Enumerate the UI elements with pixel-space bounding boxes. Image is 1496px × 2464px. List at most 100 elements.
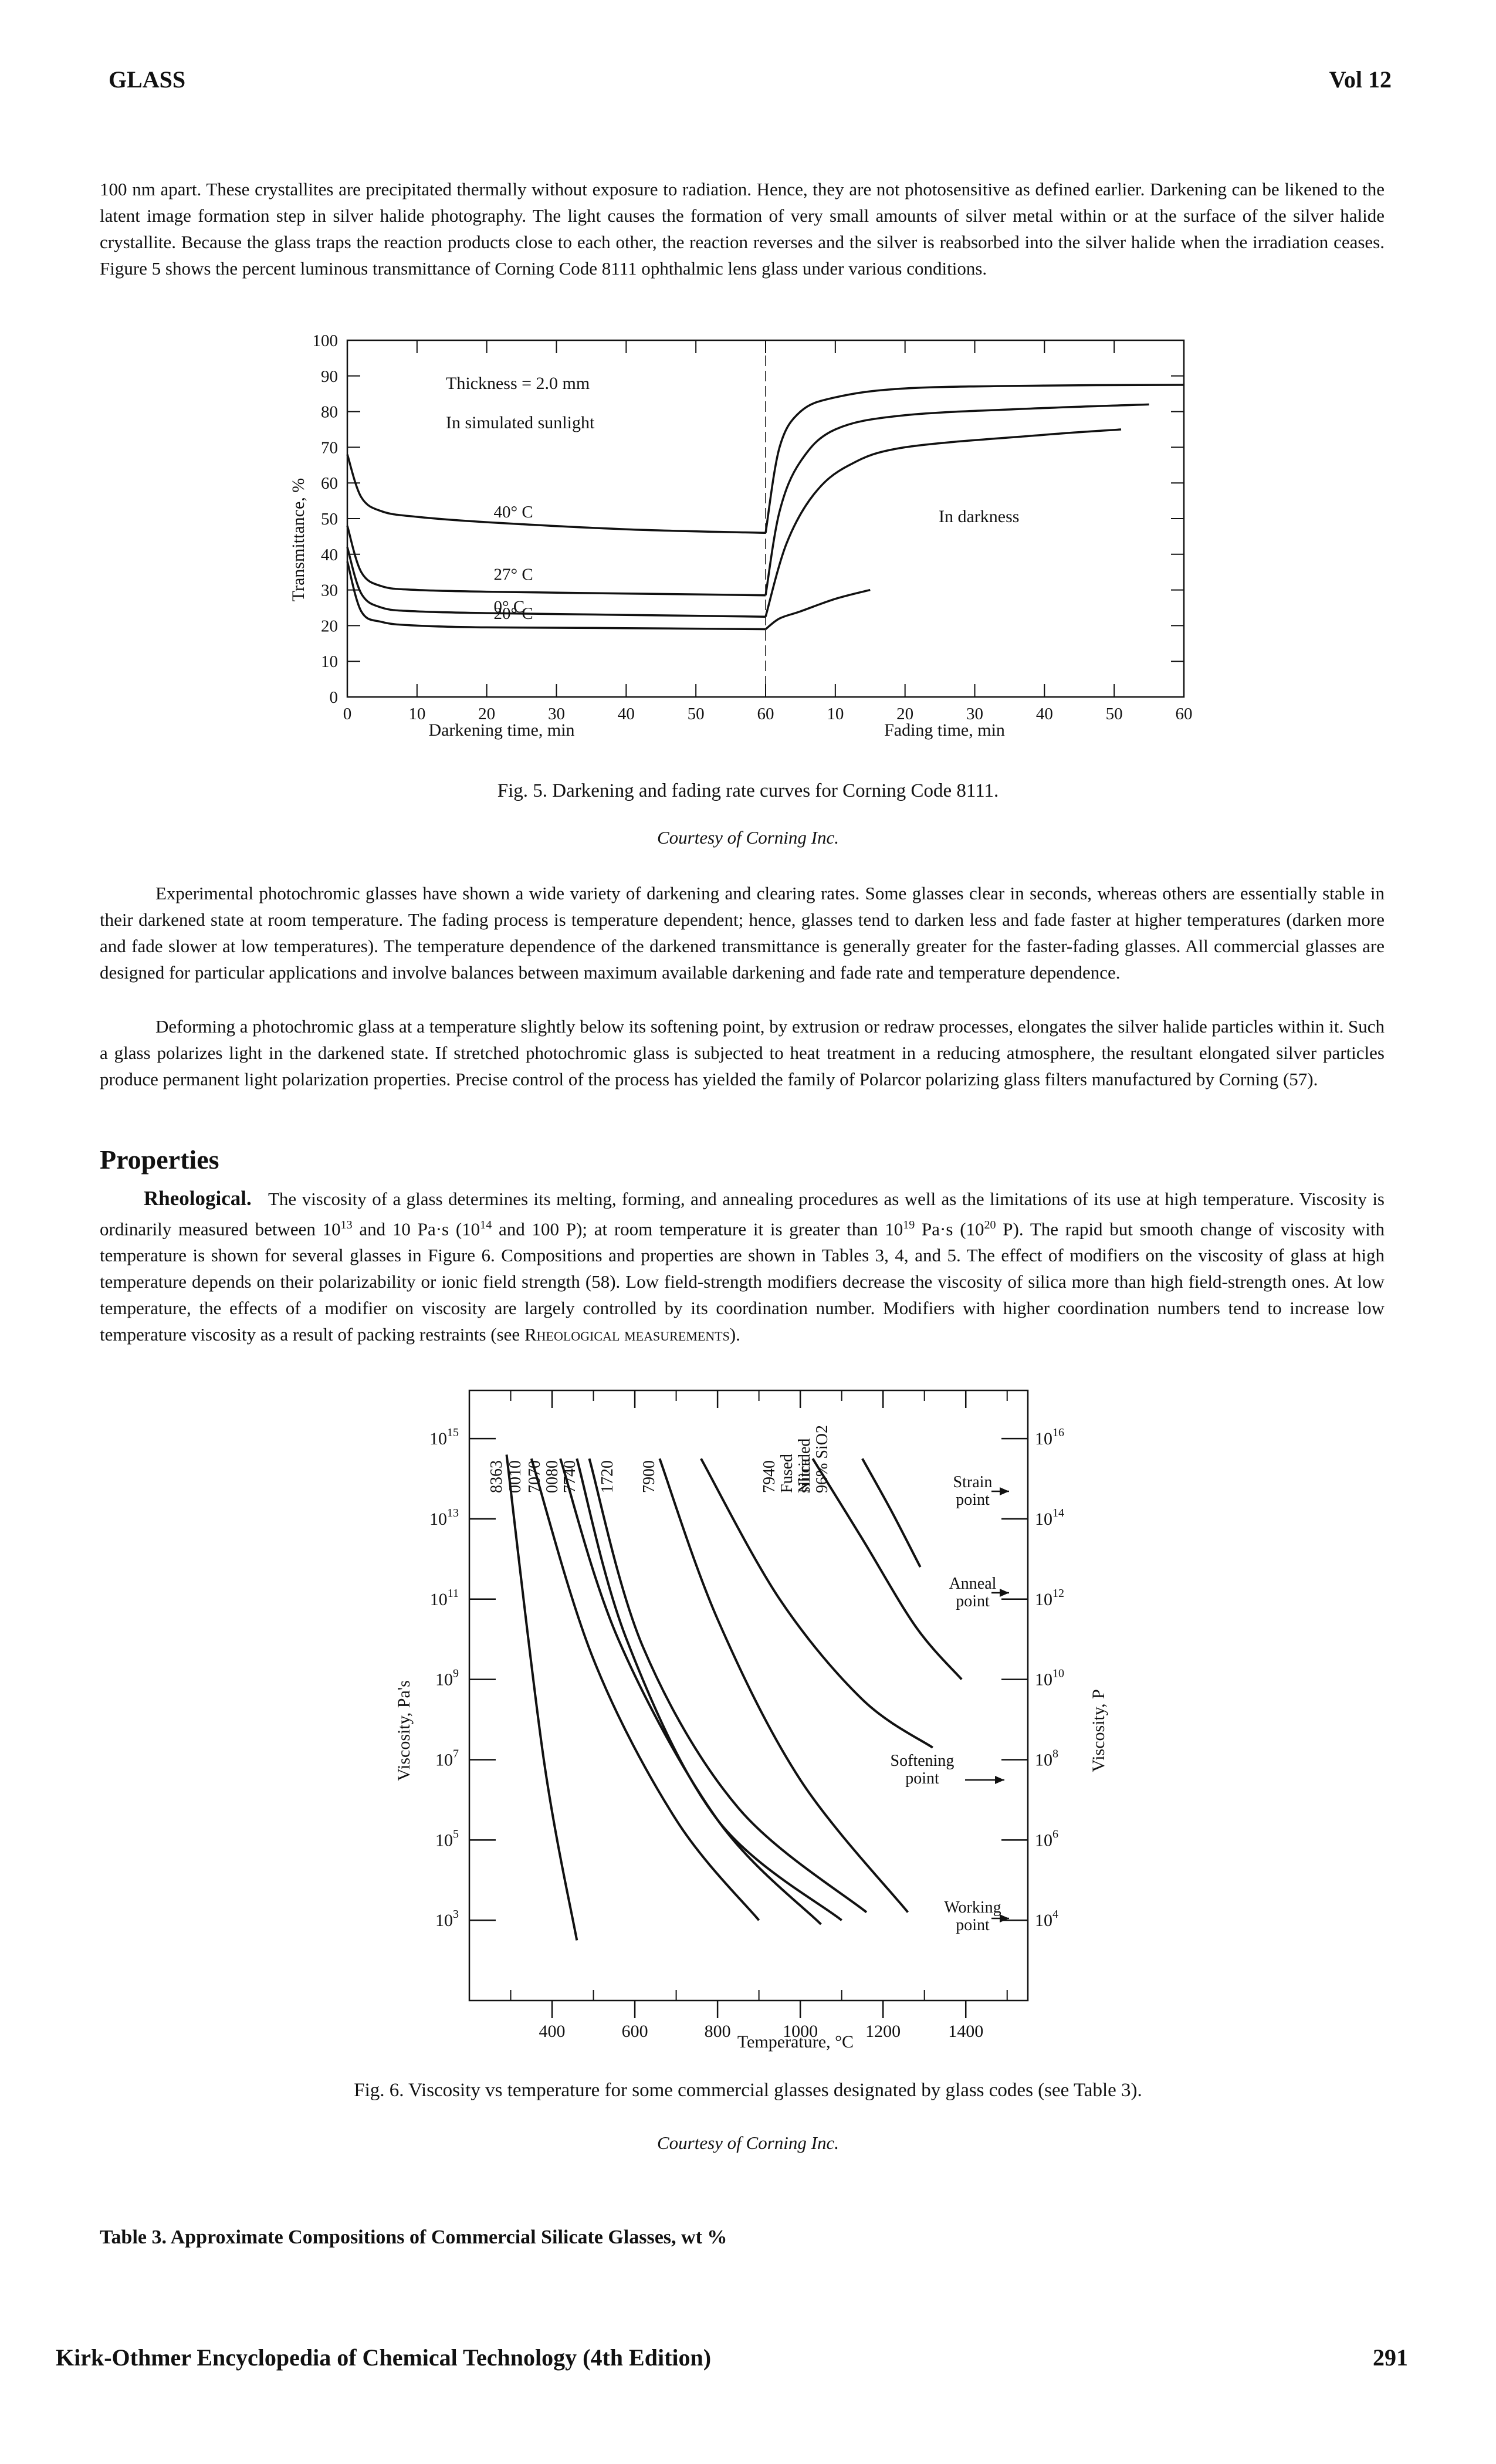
table-3-title: Table 3. Approximate Compositions of Com… (100, 2226, 727, 2248)
paragraph-rheological: Rheological. The viscosity of a glass de… (100, 1185, 1385, 1348)
darkening-curve-0 (346, 454, 766, 534)
x-tick-label: 60 (757, 705, 774, 723)
rheological-measurements-link[interactable]: Rheological measurements (524, 1324, 730, 1345)
x-axis-label-darkening: Darkening time, min (428, 720, 574, 740)
darkness-annotation: In darkness (939, 507, 1019, 526)
x-tick-label: 60 (1176, 705, 1193, 723)
figure-6-chart: 1015101310111091071051031016101410121010… (394, 1389, 1108, 2052)
softening-point-label-arrowhead (995, 1776, 1004, 1784)
y-axis-label-pas: Viscosity, Pa's (394, 1680, 414, 1781)
viscosity-curve-7940 (811, 1458, 963, 1680)
y-tick-label: 0 (330, 688, 339, 707)
rheological-lead: Rheological. (144, 1187, 252, 1210)
y-tick-label-right: 1016 (1035, 1426, 1064, 1448)
darkening-curve-2 (346, 547, 766, 618)
section-title-properties: Properties (100, 1145, 219, 1175)
y-tick-label: 50 (321, 510, 338, 529)
glass-label-0010: 0010 (506, 1460, 524, 1493)
y-tick-label: 20 (321, 617, 338, 635)
paragraph-polarizing: Deforming a photochromic glass at a temp… (100, 1016, 1385, 1089)
x-tick-label: 40 (618, 705, 635, 723)
running-header-volume: Vol 12 (1329, 66, 1392, 93)
rheo-text-6: ). (729, 1324, 740, 1345)
y-axis-label-poise: Viscosity, P (1089, 1689, 1108, 1772)
x-tick-label: 10 (827, 705, 844, 723)
fading-curve-1 (764, 403, 1149, 595)
glass-label-7940: 7940Fusedsilica (760, 1454, 814, 1493)
x-axis-label-fading: Fading time, min (884, 720, 1005, 740)
x-tick-label: 50 (1106, 705, 1123, 723)
figure-6-courtesy: Courtesy of Corning Inc. (657, 2133, 839, 2153)
x-tick-label: 30 (548, 705, 565, 723)
rheo-exp-1: 13 (340, 1219, 353, 1231)
x-tick-label: 600 (622, 2022, 648, 2041)
series-label-3: 0° C (494, 597, 525, 616)
figure-5-courtesy: Courtesy of Corning Inc. (657, 827, 839, 848)
y-tick-label-right: 1010 (1035, 1667, 1064, 1690)
x-tick-label: 20 (896, 705, 913, 723)
rheo-text-1: The viscosity of a glass determines its … (100, 1189, 1385, 1240)
rheo-exp-3: 19 (903, 1219, 915, 1231)
sunlight-annotation: In simulated sunlight (446, 413, 595, 432)
viscosity-curve-7900 (700, 1458, 933, 1749)
y-tick-label-left: 1015 (429, 1426, 459, 1448)
darkening-curve-1 (346, 525, 766, 597)
working-point-label-arrowhead (1000, 1914, 1009, 1923)
footer-publication: Kirk-Othmer Encyclopedia of Chemical Tec… (56, 2344, 712, 2371)
y-axis-label: Transmittance, % (289, 478, 308, 602)
darkening-curve-3 (346, 561, 766, 631)
viscosity-curve-0080 (576, 1458, 842, 1921)
x-tick-label: 20 (478, 705, 495, 723)
y-tick-label-right: 106 (1035, 1827, 1058, 1850)
y-tick-label: 40 (321, 546, 338, 564)
y-tick-label: 90 (321, 367, 338, 386)
figure-5-caption: Fig. 5. Darkening and fading rate curves… (497, 780, 999, 801)
glass-label-7740: 7740 (561, 1460, 579, 1493)
fading-curve-3 (764, 588, 871, 630)
glass-label-7070: 7070 (526, 1460, 544, 1493)
y-tick-label-left: 105 (435, 1827, 459, 1850)
x-tick-label: 1000 (783, 2022, 818, 2041)
y-tick-label-left: 109 (435, 1667, 459, 1690)
rheo-text-3: and 100 P); at room temperature it is gr… (492, 1219, 903, 1240)
x-tick-label: 0 (343, 705, 352, 723)
x-tick-label: 30 (966, 705, 983, 723)
glass-label-0080: 0080 (543, 1460, 561, 1493)
rheo-text-2: and 10 Pa·s (10 (352, 1219, 480, 1240)
fading-curve-0 (764, 384, 1184, 533)
viscosity-curve-0010 (530, 1458, 760, 1921)
fading-curve-2 (764, 428, 1122, 617)
running-header-title: GLASS (109, 66, 186, 93)
x-tick-label: 400 (539, 2022, 566, 2041)
viscosity-curve-8363 (505, 1454, 578, 1941)
viscosity-curve-nitrided (861, 1458, 922, 1568)
rheo-exp-2: 14 (480, 1219, 492, 1231)
x-tick-label: 1400 (948, 2022, 983, 2041)
viscosity-curve-1720 (658, 1458, 909, 1913)
glass-label-8363: 8363 (488, 1460, 506, 1493)
glass-label-7900: 7900 (640, 1460, 658, 1493)
y-tick-label-left: 1013 (429, 1507, 459, 1529)
y-tick-label-right: 108 (1035, 1747, 1058, 1769)
y-tick-label: 10 (321, 652, 338, 671)
figure-6-caption: Fig. 6. Viscosity vs temperature for som… (354, 2080, 1142, 2101)
series-label-0: 40° C (494, 503, 533, 522)
footer-page-number: 291 (1373, 2344, 1408, 2371)
x-axis-label-temperature: Temperature, °C (737, 2032, 854, 2052)
y-tick-label: 30 (321, 581, 338, 600)
x-tick-label: 800 (705, 2022, 731, 2041)
x-tick-label: 1200 (865, 2022, 901, 2041)
y-tick-label-right: 104 (1035, 1908, 1058, 1930)
x-tick-label: 50 (688, 705, 705, 723)
rheo-text-4: Pa·s (10 (915, 1219, 984, 1240)
y-tick-label: 70 (321, 438, 338, 457)
x-tick-label: 10 (408, 705, 425, 723)
glass-label-1720: 1720 (598, 1460, 617, 1493)
y-tick-label-right: 1012 (1035, 1587, 1064, 1609)
y-tick-label-left: 103 (435, 1908, 459, 1930)
